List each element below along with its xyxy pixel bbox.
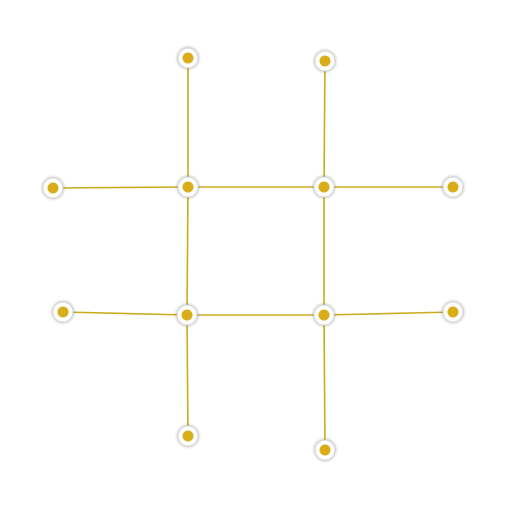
node-dot[interactable] bbox=[182, 52, 194, 64]
node-left-upper-end[interactable] bbox=[42, 177, 64, 199]
node-dot[interactable] bbox=[47, 182, 59, 194]
grid-line-left-upper-end-to-inner-top-left bbox=[52, 186, 189, 189]
grid-line-inner-top-left-to-inner-bottom-left bbox=[186, 186, 189, 316]
grid-lines bbox=[52, 57, 454, 451]
node-inner-top-right[interactable] bbox=[313, 176, 335, 198]
node-dot[interactable] bbox=[57, 306, 69, 318]
node-inner-bottom-right[interactable] bbox=[313, 304, 335, 326]
grid-line-inner-bottom-right-to-right-lower-end bbox=[323, 311, 454, 316]
node-dot[interactable] bbox=[318, 181, 330, 193]
node-dot[interactable] bbox=[319, 55, 331, 67]
node-dot[interactable] bbox=[182, 430, 194, 442]
node-inner-bottom-left[interactable] bbox=[176, 304, 198, 326]
grid-line-left-lower-end-to-inner-bottom-left bbox=[62, 311, 188, 316]
node-bottom-right-end[interactable] bbox=[314, 439, 336, 461]
node-dot[interactable] bbox=[318, 309, 330, 321]
node-dot[interactable] bbox=[319, 444, 331, 456]
node-top-right-end[interactable] bbox=[314, 50, 336, 72]
grid-line-inner-bottom-left-to-bottom-left-end bbox=[186, 314, 189, 437]
grid-line-inner-bottom-right-to-bottom-right-end bbox=[323, 314, 326, 451]
node-inner-top-left[interactable] bbox=[177, 176, 199, 198]
node-top-left-end[interactable] bbox=[177, 47, 199, 69]
grid-nodes bbox=[42, 47, 464, 461]
node-dot[interactable] bbox=[182, 181, 194, 193]
node-dot[interactable] bbox=[181, 309, 193, 321]
node-bottom-left-end[interactable] bbox=[177, 425, 199, 447]
node-dot[interactable] bbox=[447, 181, 459, 193]
node-left-lower-end[interactable] bbox=[52, 301, 74, 323]
node-right-lower-end[interactable] bbox=[442, 301, 464, 323]
node-dot[interactable] bbox=[447, 306, 459, 318]
node-right-upper-end[interactable] bbox=[442, 176, 464, 198]
grid-line-top-right-end-to-inner-top-right bbox=[323, 60, 326, 188]
